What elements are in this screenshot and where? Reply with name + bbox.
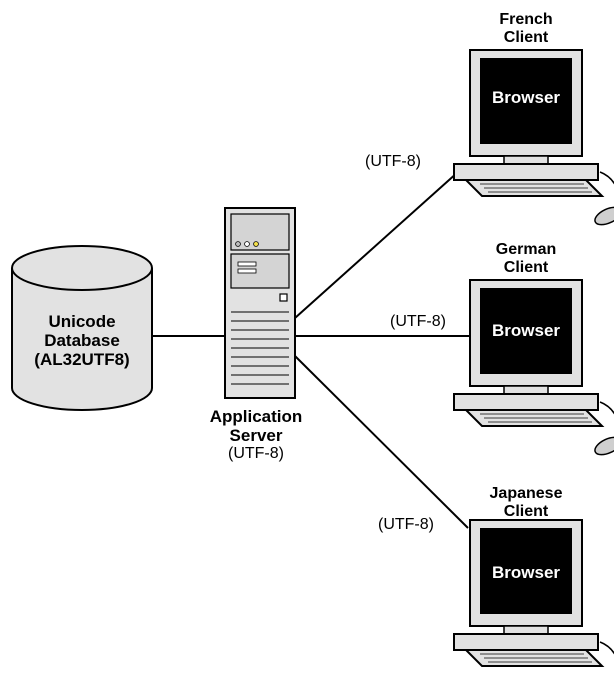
client-title-line2: Client xyxy=(504,503,549,520)
client-german: German Client Browser (UTF-8) xyxy=(390,241,614,460)
client-title-line1: French xyxy=(499,11,552,28)
client-title-line2: Client xyxy=(504,259,549,276)
client-title-line1: Japanese xyxy=(490,485,563,502)
database-cylinder-top xyxy=(11,245,153,291)
server-drive-slot xyxy=(237,261,257,267)
server-to-japanese-line xyxy=(294,355,469,529)
link-encoding-label: (UTF-8) xyxy=(390,313,446,330)
link-encoding-label: (UTF-8) xyxy=(365,153,421,170)
screen-label: Browser xyxy=(492,321,560,340)
computer-icon xyxy=(453,279,614,460)
client-french: French Client Browser (UTF-8) xyxy=(365,11,614,230)
database-cylinder-body xyxy=(11,268,153,411)
computer-icon xyxy=(453,49,614,230)
database-label-line2: Database xyxy=(44,331,120,350)
server-led-icon xyxy=(244,241,250,247)
server-to-french-line xyxy=(294,171,459,319)
connection-lines xyxy=(152,171,470,529)
client-japanese: Japanese Client Browser (UTF-8) xyxy=(378,485,614,680)
server-drive-slot xyxy=(237,268,257,274)
link-encoding-label: (UTF-8) xyxy=(378,516,434,533)
database-label-line1: Unicode xyxy=(48,312,115,331)
server-power-button xyxy=(279,293,288,302)
unicode-database: Unicode Database (AL32UTF8) xyxy=(11,245,153,411)
database-label-line3: (AL32UTF8) xyxy=(34,350,129,369)
server-encoding-label: (UTF-8) xyxy=(228,445,284,462)
server-title-line1: Application xyxy=(210,407,303,426)
server-led-icon xyxy=(235,241,241,247)
client-title-line1: German xyxy=(496,241,556,258)
screen-label: Browser xyxy=(492,563,560,582)
screen-label: Browser xyxy=(492,88,560,107)
computer-icon xyxy=(453,519,614,680)
application-server: Application Server (UTF-8) xyxy=(210,207,303,462)
server-led-icon xyxy=(253,241,259,247)
server-title-line2: Server xyxy=(230,426,283,445)
client-title-line2: Client xyxy=(504,29,549,46)
server-vent-grille xyxy=(231,311,289,385)
